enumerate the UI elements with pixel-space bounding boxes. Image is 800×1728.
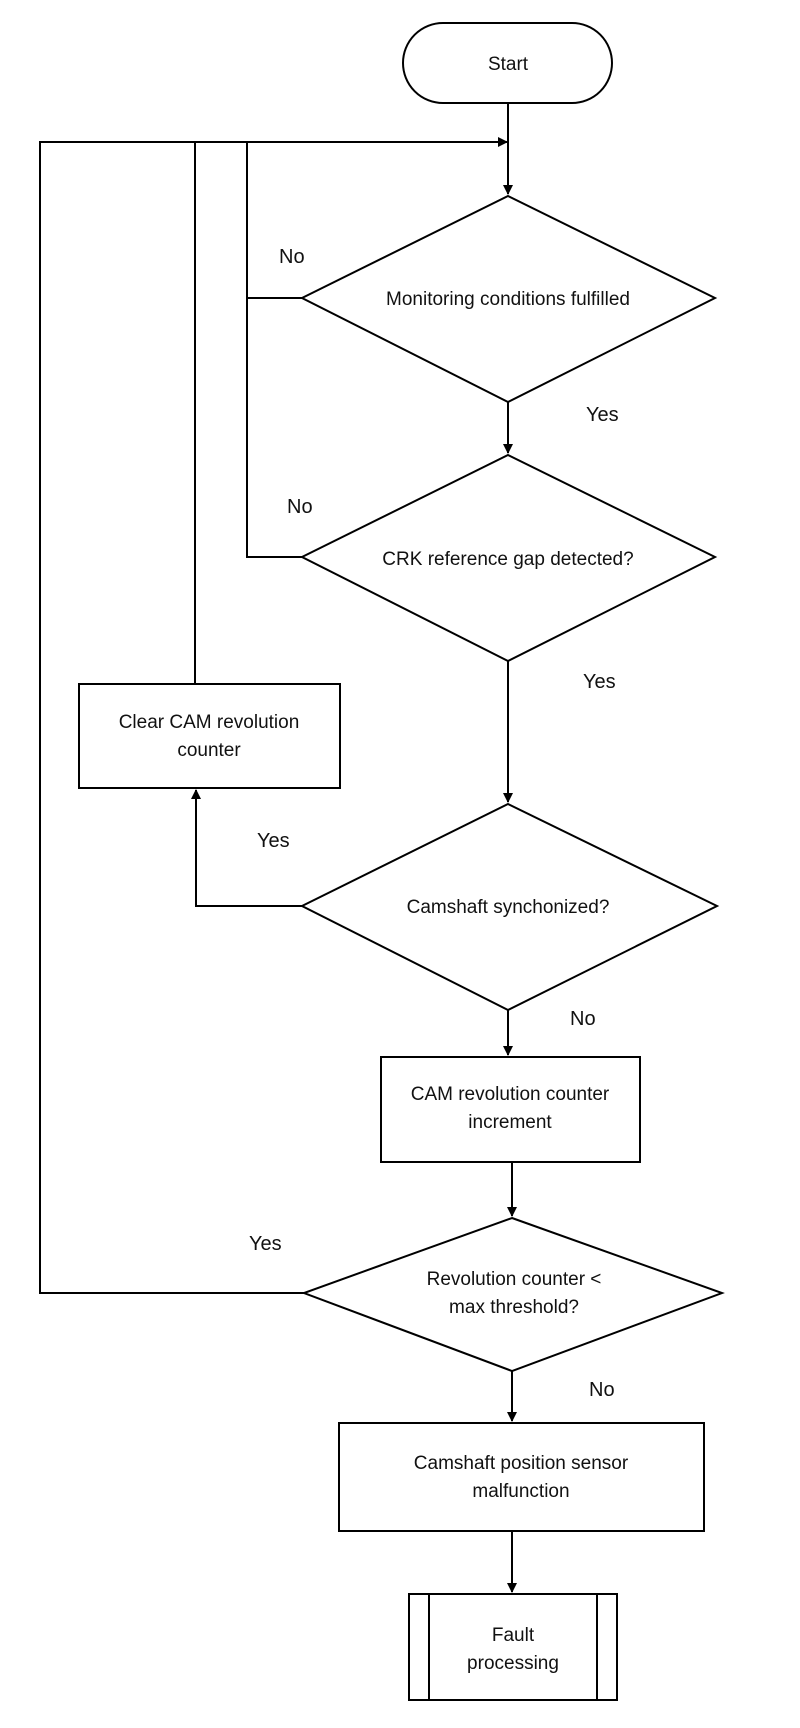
threshold-label-line1: Revolution counter <	[427, 1269, 602, 1290]
sync-no-label: No	[570, 1008, 596, 1030]
increment-label-line2: increment	[468, 1112, 552, 1133]
increment-label-line1: CAM revolution counter	[411, 1084, 610, 1105]
threshold-label-line2: max threshold?	[449, 1297, 579, 1318]
monitoring-yes-label: Yes	[586, 404, 619, 426]
monitoring-no-label: No	[279, 246, 305, 268]
malfunction-label-line2: malfunction	[472, 1481, 569, 1502]
monitoring-label: Monitoring conditions fulfilled	[386, 289, 630, 310]
edge-threshold-yes-loop	[39, 137, 508, 1294]
crk-yes-label: Yes	[583, 671, 616, 693]
cam-sync-label: Camshaft synchonized?	[407, 897, 610, 918]
threshold-no-label: No	[589, 1379, 615, 1401]
threshold-decision	[301, 1216, 725, 1373]
start-terminal	[402, 22, 613, 104]
malfunction-box	[338, 1422, 705, 1532]
monitoring-decision	[299, 194, 718, 404]
start-label: Start	[488, 54, 529, 75]
malfunction-label-line1: Camshaft position sensor	[414, 1453, 629, 1474]
fault-label-line1: Fault	[492, 1625, 535, 1646]
increment-box	[380, 1056, 641, 1163]
sync-yes-label: Yes	[257, 830, 290, 852]
edge-sync-yes	[191, 789, 302, 907]
edge-monitoring-no-loop	[246, 142, 302, 299]
cam-sync-decision	[299, 802, 720, 1012]
fault-label-line2: processing	[467, 1653, 559, 1674]
crk-gap-label: CRK reference gap detected?	[382, 549, 633, 570]
clear-counter-label-line1: Clear CAM revolution	[119, 712, 300, 733]
edge-crk-no-loop	[246, 298, 302, 558]
clear-counter-box	[78, 683, 341, 789]
fault-processing-box	[408, 1593, 618, 1701]
clear-counter-label-line2: counter	[177, 740, 241, 761]
crk-no-label: No	[287, 496, 313, 518]
crk-gap-decision	[299, 453, 718, 663]
threshold-yes-label: Yes	[249, 1233, 282, 1255]
